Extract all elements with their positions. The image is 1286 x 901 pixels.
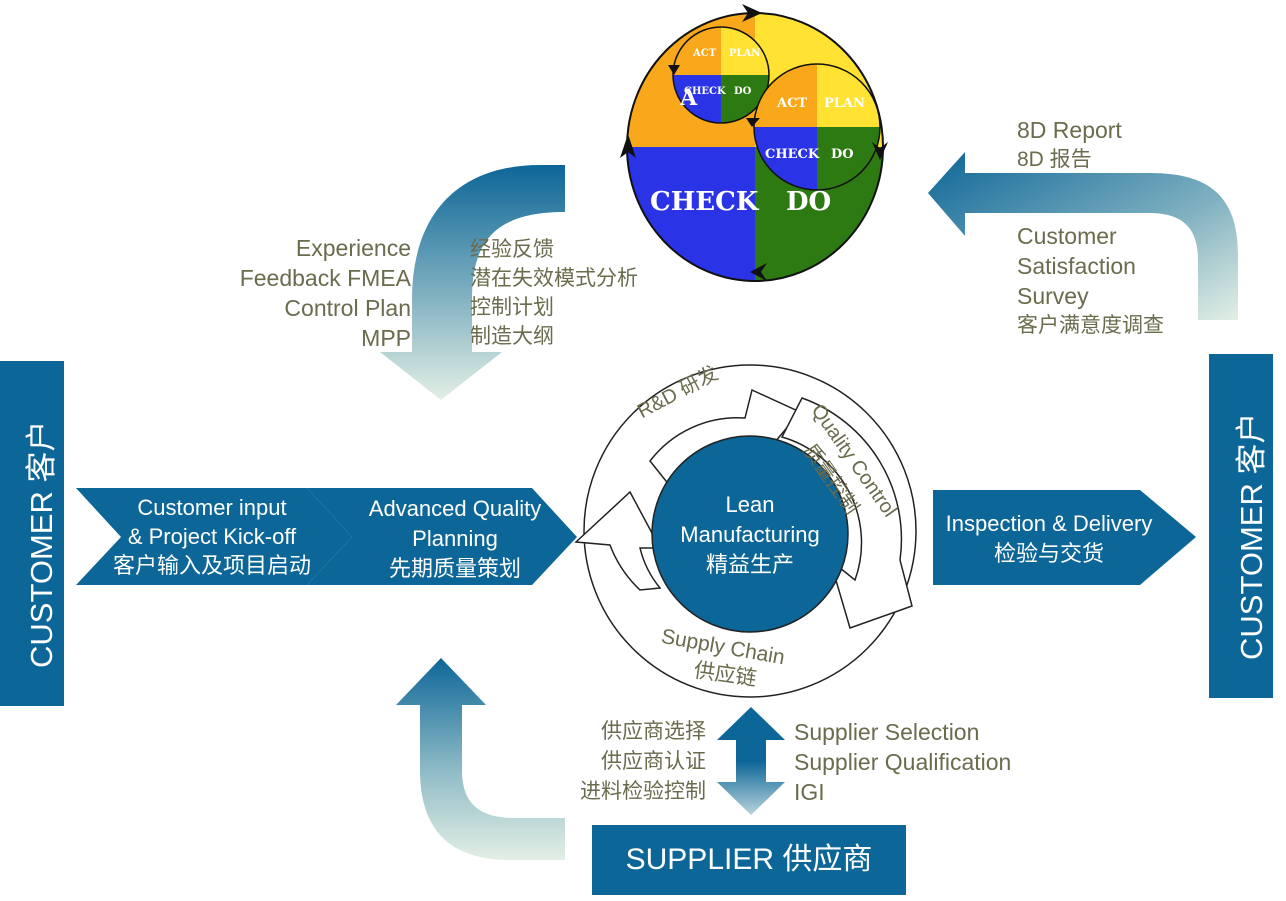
feedback-left-cn: 经验反馈 潜在失效模式分析 控制计划 制造大纲 (470, 235, 638, 351)
flow-step1-line1: Customer input (137, 495, 287, 520)
supplier-cn-2: 供应商认证 (601, 750, 706, 773)
flow-step2-chevron (307, 488, 577, 585)
lean-circle (651, 435, 849, 633)
feedback-left-cn-1: 经验反馈 (470, 238, 554, 261)
supplier-box (592, 825, 906, 895)
pdca-b-do: DO (831, 147, 854, 162)
survey-3: Survey (1017, 283, 1089, 309)
flow-step2-text: Advanced Quality Planning 先期质量策划 (345, 494, 565, 584)
supplier-cn-3: 进料检验控制 (580, 780, 706, 803)
pdca-arrowheads (620, 4, 888, 281)
lean-line1: Lean (725, 492, 775, 517)
pdca-a-plan: PLAN (729, 48, 760, 59)
customer-right-label: CUSTOMER 客户 (1234, 412, 1269, 660)
feedback-right-survey: Customer Satisfaction Survey 客户满意度调查 (1017, 221, 1164, 341)
flow-step1-line3: 客户输入及项目启动 (112, 553, 311, 578)
feedback-left-cn-3: 控制计划 (470, 296, 554, 319)
feedback-arrow-left (380, 165, 565, 400)
feedback-right-report: 8D Report 8D 报告 (1017, 115, 1122, 175)
flow-step2-line3: 先期质量策划 (388, 556, 521, 581)
cycle-arrow-sc (574, 490, 662, 591)
supplier-cn-1: 供应商选择 (601, 720, 706, 743)
flow-step1-line2: & Project Kick-off (127, 524, 297, 549)
flow-step3-arrow (933, 490, 1196, 585)
supplier-en-3: IGI (794, 779, 825, 805)
feedback-left-cn-2: 潜在失效模式分析 (470, 267, 638, 290)
customer-left-box (0, 361, 64, 706)
feedback-left-en-1: Experience (295, 235, 411, 261)
flow-step2-line2: Planning (412, 526, 498, 551)
feedback-left-en: Experience Feedback FMEA Control Plan MP… (200, 233, 411, 353)
feedback-left-en-4: MPP (361, 325, 411, 351)
pdca-b-act: ACT (776, 96, 807, 111)
feedback-left-en-3: Control Plan (284, 295, 411, 321)
supplier-feedback-arrow (396, 658, 565, 860)
supplier-double-arrow (717, 707, 785, 815)
lean-line2: Manufacturing (680, 522, 820, 547)
report-cn: 8D 报告 (1017, 148, 1092, 171)
flow-step3-text: Inspection & Delivery 检验与交货 (929, 509, 1169, 569)
supplier-label: SUPPLIER 供应商 (625, 843, 873, 876)
customer-left-label: CUSTOMER 客户 (24, 420, 59, 668)
pdca-big-do: DO (786, 187, 831, 217)
supplier-en-1: Supplier Selection (794, 719, 980, 745)
supplier-info-cn: 供应商选择 供应商认证 进料检验控制 (540, 717, 706, 807)
flow-step3-line1: Inspection & Delivery (945, 511, 1153, 536)
lean-center-text: Lean Manufacturing 精益生产 (655, 490, 845, 580)
pdca-a-act: ACT (692, 48, 717, 59)
pdca-b-check: CHECK (765, 147, 820, 162)
lean-line3: 精益生产 (705, 552, 794, 577)
survey-4: 客户满意度调查 (1017, 314, 1164, 337)
supplier-info-en: Supplier Selection Supplier Qualificatio… (794, 717, 1011, 807)
report-en: 8D Report (1017, 117, 1122, 143)
flow-step3-line2: 检验与交货 (993, 541, 1104, 566)
feedback-left-cn-4: 制造大纲 (470, 325, 554, 348)
pdca-b-plan: PLAN (824, 96, 865, 111)
feedback-arrow-right (928, 152, 1238, 320)
cycle-arrow-qc (780, 397, 913, 629)
supplier-en-2: Supplier Qualification (794, 749, 1012, 775)
survey-2: Satisfaction (1017, 253, 1136, 279)
pdca-small-circle-a (673, 27, 769, 123)
flow-step1-text: Customer input & Project Kick-off 客户输入及项… (96, 493, 328, 580)
pdca-big-check: CHECK (650, 187, 760, 217)
feedback-left-en-2: Feedback FMEA (239, 265, 411, 291)
survey-1: Customer (1017, 223, 1117, 249)
pdca-big-act: A (679, 85, 698, 111)
customer-right-box (1209, 354, 1273, 698)
flow-step1-chevron (76, 488, 352, 585)
pdca-a-do: DO (734, 86, 752, 97)
pdca-a-check: CHECK (684, 86, 726, 97)
flow-step2-line1: Advanced Quality (368, 496, 542, 521)
